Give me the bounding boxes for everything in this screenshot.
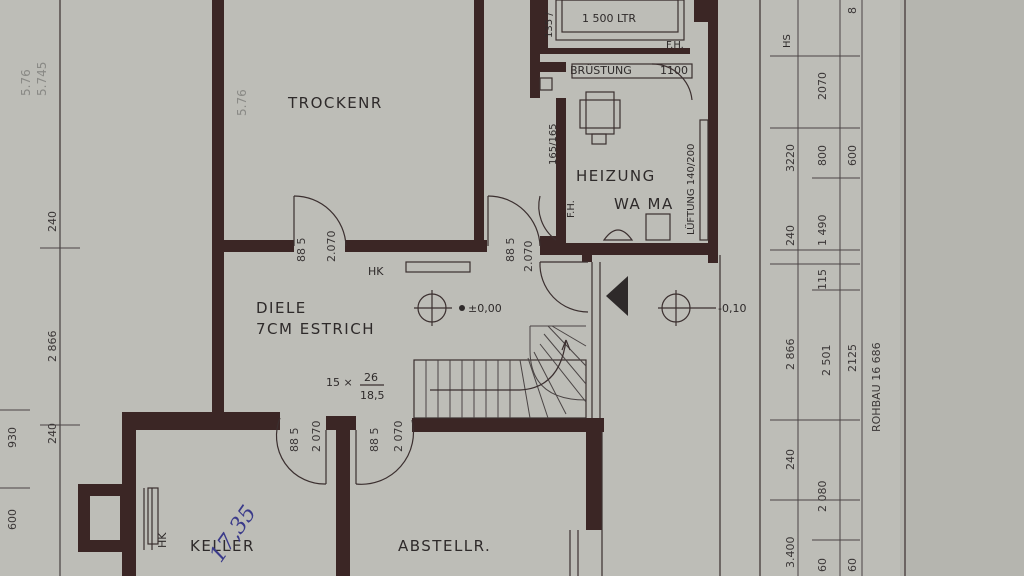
north-triangle [606, 276, 628, 316]
wall-keller-top [122, 412, 280, 430]
right-dimensions: HS 3220 240 2 866 240 3.400 2070 800 1 4… [770, 0, 883, 576]
outside-right-area [900, 0, 1024, 576]
left-dim-2866: 2 866 [46, 331, 59, 363]
fh-top-label: F.H. [666, 40, 684, 51]
room-heizung: HEIZUNG [576, 167, 656, 185]
wall-trockenr-bottom-right [345, 240, 487, 252]
tank-dim: 135 / [544, 12, 555, 38]
hk-keller-label: HK [156, 532, 169, 548]
door-abstellr-height: 2 070 [392, 421, 405, 453]
corridor-right: -0,10 [606, 276, 746, 326]
wall-heizung-right [708, 18, 718, 263]
dim-1490: 1 490 [816, 215, 829, 247]
door-trockenr[interactable]: 88 5 2.070 [293, 195, 347, 263]
dim-3400: 3.400 [784, 537, 797, 569]
staircase: 15 × 26 18,5 [326, 325, 587, 419]
left-dim-930: 930 [6, 427, 19, 448]
door-corridor[interactable] [539, 261, 589, 313]
wall-left-outer [212, 0, 224, 420]
dim-2866-r: 2 866 [784, 339, 797, 371]
dim-60-a: 60 [816, 558, 829, 572]
wall-tank-left [540, 0, 548, 52]
dim-2080: 2 080 [816, 481, 829, 513]
diele-area: HK DIELE 7CM ESTRICH ±0,00 [256, 261, 502, 338]
door-trockenr-width: 88 5 [295, 238, 308, 263]
dim-240b-r: 240 [784, 449, 797, 470]
dim-rohbau: ROHBAU 16 686 [870, 342, 883, 432]
wall-heizung-right-top [694, 0, 718, 22]
left-dimensions: 5.76 5.745 240 2 866 240 930 600 [0, 62, 80, 576]
room-wama: WA MA [614, 195, 674, 213]
window-165-label: 165/165 [548, 123, 559, 165]
lueftung-label: LÜFTUNG 140/200 [684, 144, 697, 235]
left-dim-240b: 240 [46, 423, 59, 444]
room-estrich: 7CM ESTRICH [256, 320, 375, 338]
wall-trockenr-bottom-left [212, 240, 294, 252]
room-diele: DIELE [256, 299, 307, 317]
dim-8: 8 [846, 7, 859, 14]
door-keller[interactable]: 88 5 2 070 [275, 417, 327, 485]
wall-abstellr-right [586, 418, 602, 530]
door-trockenr-height: 2.070 [325, 231, 338, 263]
level-right-value: -0,10 [718, 302, 746, 315]
walls [78, 0, 718, 576]
wall-heizung-step [530, 62, 566, 72]
stair-count: 15 × [326, 376, 353, 389]
wall-heizung-left-lower [556, 98, 566, 243]
left-dim-600: 600 [6, 509, 19, 530]
room-abstellr: ABSTELLR. [398, 537, 491, 555]
dim-3220: 3220 [784, 144, 797, 172]
dim-576-inner: 5.76 [235, 89, 249, 116]
dim-hs: HS [782, 34, 793, 48]
dim-576: 5.76 [19, 69, 33, 96]
bruestung-label: BRÜSTUNG [570, 64, 632, 77]
wall-heizung-bottom [540, 243, 718, 255]
room-trockenr: TROCKENR [287, 94, 383, 112]
room-keller: KELLER [190, 537, 255, 555]
level-marker-diele: ±0,00 [414, 290, 502, 326]
level-diele-value: ±0,00 [468, 302, 502, 315]
wall-keller-abstellr-divider [336, 416, 350, 576]
door-keller-width: 88 5 [288, 428, 301, 453]
heizung-equipment: BRÜSTUNG 1100 165/165 HEIZUNG WA MA LÜFT… [539, 63, 709, 241]
stair-tread: 26 [364, 371, 378, 384]
tank-label: 1 500 LTR [582, 12, 636, 25]
door-abstellr[interactable]: 88 5 2 070 [355, 419, 415, 485]
dim-240-r: 240 [784, 225, 797, 246]
wall-abstellr-top [412, 418, 604, 432]
dim-60-b: 60 [846, 558, 859, 572]
dim-5745: 5.745 [35, 62, 49, 96]
wall-trockenr-right [474, 0, 484, 250]
wall-heizung-top [540, 48, 690, 54]
door-heizung[interactable]: 88 5 2.070 [487, 195, 557, 273]
wall-heizung-stub [540, 236, 556, 254]
dim-2501: 2 501 [820, 345, 833, 377]
dim-115: 115 [816, 269, 829, 290]
fh-side-label: F.H. [566, 200, 577, 218]
door-abstellr-width: 88 5 [368, 428, 381, 453]
dim-2125: 2125 [846, 344, 859, 372]
left-dim-240: 240 [46, 211, 59, 232]
door-keller-height: 2 070 [310, 421, 323, 453]
dim-800: 800 [816, 145, 829, 166]
keller-bay-inner [90, 496, 120, 540]
wall-corridor [582, 254, 592, 262]
oil-tank: 1 500 LTR 135 / F.H. [544, 0, 685, 51]
wall-heizung-left [530, 0, 540, 98]
dim-600-r: 600 [846, 145, 859, 166]
level-marker-right: -0,10 [658, 290, 746, 326]
dim-2070-r: 2070 [816, 72, 829, 100]
door-heizung-width: 88 5 [504, 238, 517, 263]
stair-riser: 18,5 [360, 389, 385, 402]
door-heizung-height: 2.070 [522, 241, 535, 273]
hk-diele-label: HK [368, 265, 384, 278]
